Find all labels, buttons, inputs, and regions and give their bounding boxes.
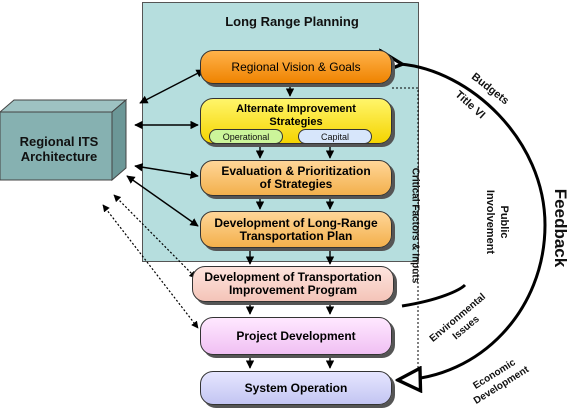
its-label-line1: Regional ITS (19, 134, 99, 149)
its-arrows (126, 69, 205, 227)
lrtp-label-line2: Transportation Plan (239, 228, 353, 243)
feedback-title-text: Feedback (551, 188, 570, 268)
tip-label-line2: Improvement Program (228, 283, 358, 297)
system-operation-box: System Operation (200, 371, 392, 405)
evaluation-label-line1: Evaluation & Prioritization (221, 164, 371, 178)
feedback-arcs (400, 64, 547, 380)
tip-box: Development of Transportation Improvemen… (192, 266, 394, 302)
project-development-box: Project Development (200, 317, 392, 355)
operational-tag: Operational (209, 129, 283, 144)
alternate-label-line2: Strategies (269, 116, 323, 128)
regional-its-architecture: Regional ITS Architecture (14, 134, 104, 164)
operational-label: Operational (222, 131, 270, 142)
tip-label-line1: Development of Transportation (204, 270, 382, 284)
regional-vision-goals-box: Regional Vision & Goals (200, 50, 392, 84)
feedback-title: Feedback (550, 178, 570, 278)
system-operation-label: System Operation (244, 380, 348, 395)
critical-factors-text: Critical Factors & Inputs (409, 167, 421, 284)
its-dotted-arrows (102, 194, 199, 329)
capital-tag: Capital (298, 129, 372, 144)
alternate-label-line1: Alternate Improvement (236, 103, 356, 115)
public-line1: Public (498, 205, 510, 239)
evaluation-label-line2: of Strategies (259, 177, 333, 191)
long-range-plan-box: Development of Long-Range Transportation… (200, 211, 392, 248)
capital-label: Capital (320, 131, 349, 142)
flow-arrows (245, 84, 335, 369)
its-block (0, 98, 128, 182)
public-involvement-label: Public Involvement (483, 177, 511, 267)
lrtp-label-line1: Development of Long-Range (214, 215, 378, 230)
evaluation-box: Evaluation & Prioritization of Strategie… (200, 160, 392, 196)
panel-title: Long Range Planning (225, 14, 359, 29)
regional-vision-goals-label: Regional Vision & Goals (231, 59, 361, 74)
its-label-line2: Architecture (20, 149, 98, 164)
public-line2: Involvement (484, 189, 496, 255)
critical-factors-label: Critical Factors & Inputs (410, 151, 421, 301)
project-development-label: Project Development (236, 328, 356, 343)
